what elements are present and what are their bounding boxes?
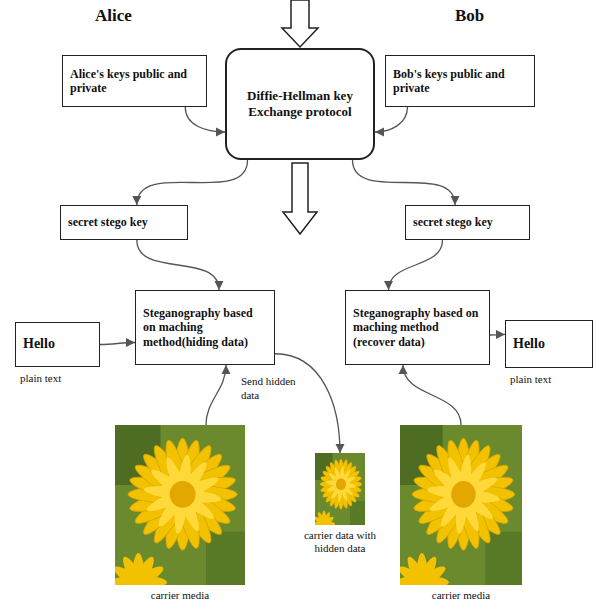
connector xyxy=(100,343,135,345)
connector xyxy=(353,160,456,205)
box-caption: plain text xyxy=(510,373,551,386)
box-text: secret stego key xyxy=(68,215,148,229)
box-text: Diffie-Hellman key Exchange protocol xyxy=(234,88,366,119)
image-node: carrier media xyxy=(115,425,245,585)
edge-label: Send hidden data xyxy=(239,375,313,401)
party-name: Bob xyxy=(455,6,484,26)
image-node: carrier media xyxy=(400,425,522,585)
image-caption: carrier media xyxy=(400,589,522,602)
connector xyxy=(137,160,248,205)
image-caption: carrier data with hidden data xyxy=(295,529,385,554)
hollow-arrow xyxy=(282,0,318,47)
image-node: carrier data with hidden data xyxy=(315,453,365,525)
box-text: Bob's keys public and private xyxy=(393,67,527,96)
flower-image xyxy=(110,425,245,612)
box-text: secret stego key xyxy=(413,215,493,229)
flower-image xyxy=(313,453,365,537)
process-box: secret stego key xyxy=(405,205,530,240)
connector xyxy=(375,107,408,132)
connector xyxy=(490,334,505,336)
box-text: Hello xyxy=(513,336,545,353)
image-caption: carrier media xyxy=(115,589,245,602)
process-box: Steganography based on maching method (r… xyxy=(345,290,490,365)
process-box: Bob's keys public and private xyxy=(385,55,535,107)
connector xyxy=(206,365,226,425)
process-box: Alice's keys public and private xyxy=(62,55,207,107)
connector xyxy=(185,107,225,132)
box-text: Hello xyxy=(23,336,55,353)
protocol-box: Diffie-Hellman key Exchange protocol xyxy=(225,48,375,160)
connector xyxy=(389,240,443,290)
party-name: Alice xyxy=(95,6,132,26)
process-box: Steganography based on maching method(hi… xyxy=(135,290,275,365)
box-caption: plain text xyxy=(20,372,61,385)
process-box: Helloplain text xyxy=(505,320,593,368)
flower-image xyxy=(395,425,522,612)
process-box: Helloplain text xyxy=(15,322,100,367)
box-text: Steganography based on maching method(hi… xyxy=(143,306,267,349)
connector xyxy=(403,365,461,425)
connector xyxy=(137,240,219,290)
hollow-arrow xyxy=(283,163,317,234)
box-text: Alice's keys public and private xyxy=(70,67,199,96)
box-text: Steganography based on maching method (r… xyxy=(353,306,482,349)
process-box: secret stego key xyxy=(60,205,188,240)
connector xyxy=(275,354,340,453)
